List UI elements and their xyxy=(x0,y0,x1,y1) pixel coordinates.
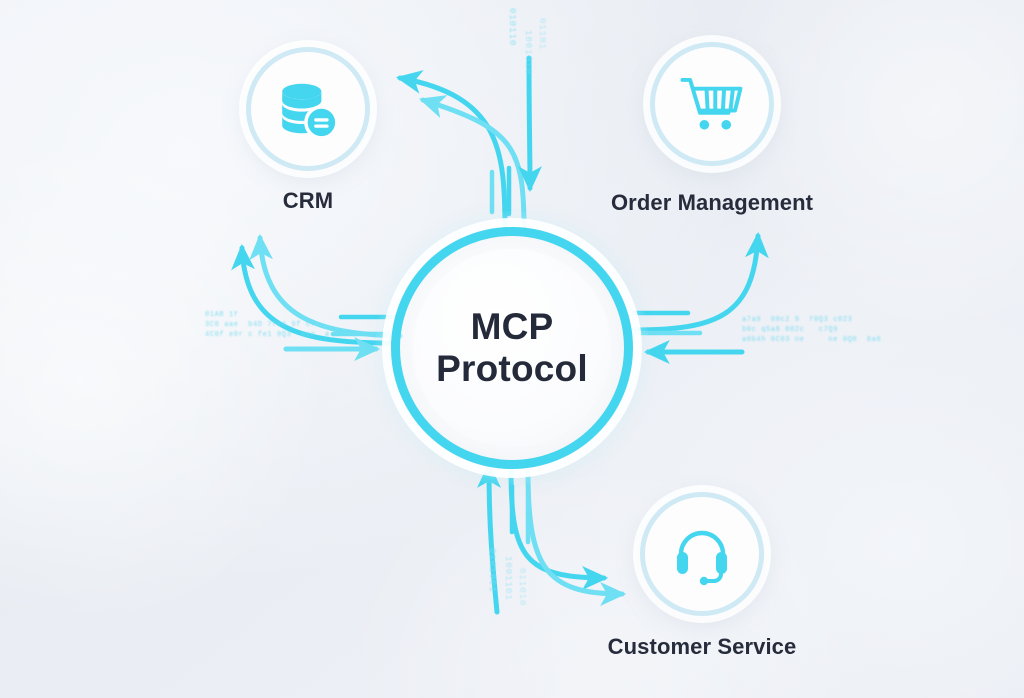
node-order-management[interactable] xyxy=(650,42,774,166)
node-customer-service-label: Customer Service xyxy=(607,634,797,659)
node-order-management-ring xyxy=(650,42,774,166)
arrow-top-into-hub xyxy=(518,55,542,193)
node-crm-ring xyxy=(246,47,370,171)
hub-inner-disc: MCP Protocol xyxy=(413,249,611,447)
node-crm-label: CRM xyxy=(282,188,334,213)
database-icon xyxy=(246,47,370,171)
hub-title-line-1: MCP xyxy=(470,306,554,348)
node-customer-service[interactable] xyxy=(640,492,764,616)
arrow-bottom-into-hub xyxy=(477,461,501,615)
headset-icon xyxy=(640,492,764,616)
node-order-management-label: Order Management xyxy=(610,190,814,215)
arrow-hub-to-crm-outer xyxy=(395,70,508,233)
shopping-cart-icon xyxy=(650,42,774,166)
hub-title-line-2: Protocol xyxy=(436,348,588,389)
node-customer-service-ring xyxy=(640,492,764,616)
arrow-hub-to-customer-service-outer xyxy=(508,467,609,590)
node-crm[interactable] xyxy=(246,47,370,171)
arrow-hub-to-crm-inner xyxy=(419,95,527,231)
hub-outer-ring xyxy=(391,227,633,469)
hub-title: MCP Protocol xyxy=(436,306,588,390)
arrow-hub-to-order-management xyxy=(629,231,769,333)
mcp-protocol-hub[interactable]: MCP Protocol xyxy=(375,211,649,485)
